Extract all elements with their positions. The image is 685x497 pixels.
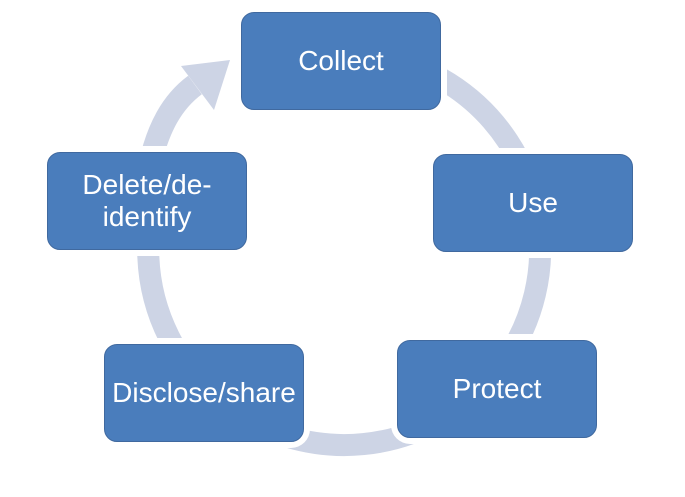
cycle-step-delete-deidentify: Delete/de- identify xyxy=(47,152,247,250)
cycle-step-protect: Protect xyxy=(397,340,597,438)
cycle-step-use: Use xyxy=(433,154,633,252)
cycle-step-label: Protect xyxy=(452,372,542,404)
cycle-step-disclose-share: Disclose/share xyxy=(104,344,304,442)
cycle-step-collect: Collect xyxy=(241,12,441,110)
cycle-arrowhead-icon xyxy=(181,60,230,110)
cycle-step-label: Collect xyxy=(298,44,384,76)
cycle-step-label: Use xyxy=(508,186,558,218)
cycle-step-label-line2: identify xyxy=(102,201,192,232)
cycle-step-label: Disclose/share xyxy=(112,376,296,408)
cycle-step-label: Delete/de- xyxy=(82,168,212,200)
